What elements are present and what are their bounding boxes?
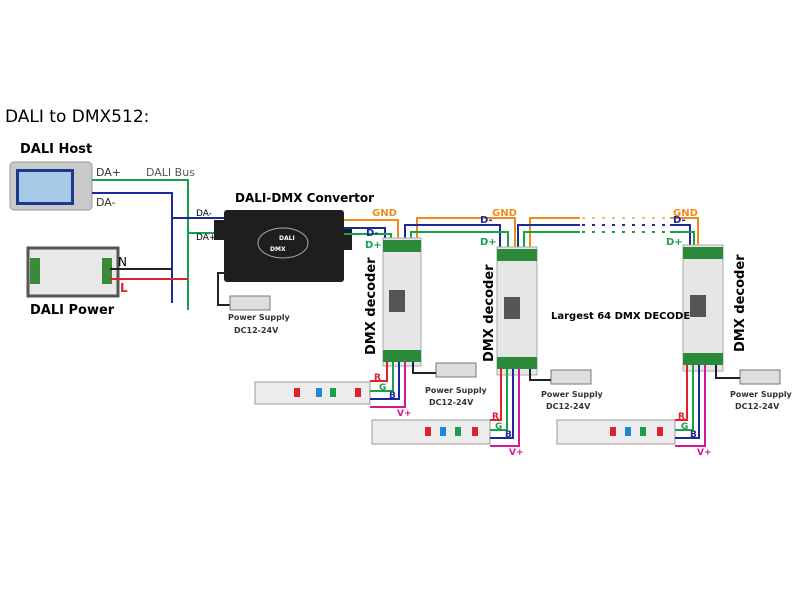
- dali-bus-wires: [92, 179, 228, 310]
- rgb-wires: [370, 362, 706, 447]
- r-label-1: R: [374, 373, 381, 383]
- d-minus-label-1: D-: [366, 228, 379, 239]
- diagram-title: DALI to DMX512:: [5, 107, 149, 127]
- led-strip-3: [556, 419, 676, 445]
- g-label-3: G: [681, 422, 688, 432]
- dmx-decoder-3: [682, 244, 724, 372]
- logo-dali: DALI: [279, 235, 295, 242]
- da-minus-label: DA-: [96, 196, 116, 209]
- ps-voltage-1: DC12-24V: [429, 398, 474, 407]
- dali-dmx-converter: DALI DMX: [214, 210, 352, 282]
- logo-dmx: DMX: [270, 246, 286, 253]
- ps-label-0: Power Supply: [228, 313, 291, 322]
- b-label-2: B: [505, 430, 512, 440]
- ps-voltage-3: DC12-24V: [735, 402, 780, 411]
- ps-voltage-0: DC12-24V: [234, 326, 279, 335]
- gnd-label-1: GND: [372, 208, 397, 219]
- power-supplies: [229, 295, 781, 385]
- led-strip-2: [371, 419, 491, 445]
- d-plus-label-1: D+: [365, 240, 382, 251]
- da-plus-label: DA+: [96, 166, 121, 179]
- decoder-label-3: DMX decoder: [733, 254, 748, 352]
- b-label-3: B: [690, 430, 697, 440]
- ps-label-1: Power Supply: [425, 386, 488, 395]
- r-label-2: R: [492, 412, 499, 422]
- dali-host-device: [9, 161, 93, 211]
- ps-voltage-2: DC12-24V: [546, 402, 591, 411]
- d-plus-label-2: D+: [480, 237, 497, 248]
- v-label-1: V+: [397, 409, 412, 419]
- decoder-label-1: DMX decoder: [364, 257, 379, 355]
- conv-da-plus: DA+: [196, 233, 216, 243]
- max-decoders-note: Largest 64 DMX DECODE: [551, 311, 690, 322]
- dmx-decoder-2: [496, 246, 538, 376]
- gnd-label-3: GND: [673, 208, 698, 219]
- dali-power-device: [26, 246, 120, 298]
- b-label-1: B: [389, 391, 396, 401]
- d-plus-label-3: D+: [666, 237, 683, 248]
- v-label-2: V+: [509, 448, 524, 458]
- dali-power-label: DALI Power: [30, 303, 115, 318]
- d-minus-label-3: D-: [673, 215, 686, 226]
- v-label-3: V+: [697, 448, 712, 458]
- ps-label-3: Power Supply: [730, 390, 793, 399]
- gnd-label-2: GND: [492, 208, 517, 219]
- dali-host-label: DALI Host: [20, 142, 92, 157]
- g-label-1: G: [379, 383, 386, 393]
- d-minus-label-2: D-: [480, 215, 493, 226]
- r-label-3: R: [678, 412, 685, 422]
- conv-da-minus: DA-: [196, 209, 212, 219]
- led-strip-1: [254, 381, 371, 405]
- l-label: L: [120, 281, 128, 295]
- g-label-2: G: [495, 422, 502, 432]
- dmx-decoder-1: [382, 237, 422, 367]
- decoder-label-2: DMX decoder: [482, 264, 497, 362]
- converter-label: DALI-DMX Convertor: [235, 191, 374, 205]
- dali-bus-label: DALI Bus: [146, 166, 195, 179]
- ps-label-2: Power Supply: [541, 390, 604, 399]
- n-label: N: [118, 255, 127, 269]
